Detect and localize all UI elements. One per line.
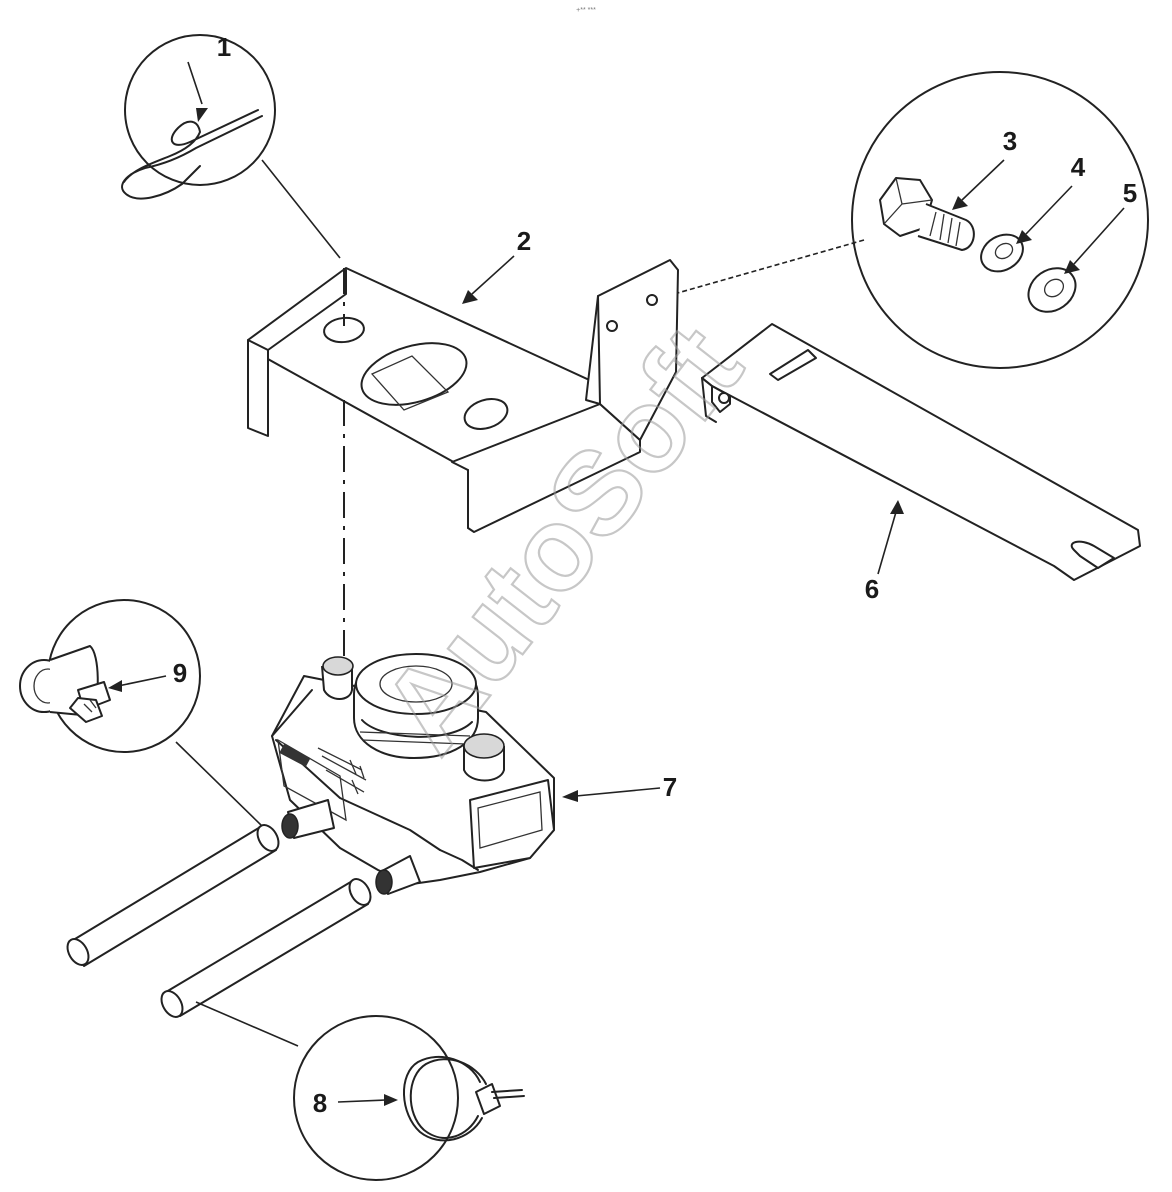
leader-8: [195, 1001, 299, 1047]
callout-3: 3: [1003, 126, 1017, 156]
hose-fitting-left: [281, 799, 335, 839]
leader-1: [261, 159, 341, 259]
arrow-7: [575, 787, 661, 797]
callout-1: 1: [217, 32, 231, 62]
flat-washer: [1027, 267, 1077, 313]
arrow-9: [117, 675, 167, 687]
arrow-5: [1073, 207, 1125, 265]
top-port-left: [321, 656, 354, 700]
lock-washer: [980, 233, 1024, 273]
hair-pin-clip: [121, 109, 263, 200]
hose-lower: [160, 878, 372, 1018]
hose-fitting-right: [375, 855, 421, 895]
detail-bubble-9: [19, 599, 201, 753]
arrow-8: [337, 1099, 387, 1103]
top-port-right: [463, 733, 505, 782]
leader-3-4-5: [659, 239, 865, 299]
callout-2: 2: [517, 226, 531, 256]
arrow-6: [877, 511, 897, 575]
hose-clamp: [19, 645, 111, 723]
detail-bubble-3-4-5: [851, 71, 1149, 369]
fluid-reservoir: [271, 653, 555, 895]
callout-8: 8: [313, 1088, 327, 1118]
header-text: +** ***: [576, 7, 596, 14]
cable-tie: [403, 1055, 525, 1142]
arrow-3: [961, 159, 1005, 201]
callout-6: 6: [865, 574, 879, 604]
callout-7: 7: [663, 772, 677, 802]
detail-bubble-8: [293, 1015, 525, 1181]
arrow-1-head: [196, 108, 208, 122]
callout-5: 5: [1123, 178, 1137, 208]
callout-4: 4: [1071, 152, 1086, 182]
hex-bolt: [879, 177, 975, 251]
hose-upper: [66, 824, 280, 967]
arrow-2: [471, 255, 515, 295]
strap-bracket: [701, 323, 1141, 581]
leader-9: [175, 741, 263, 827]
arrow-1-shaft: [187, 61, 203, 105]
callout-9: 9: [173, 658, 187, 688]
filler-cap: [353, 653, 479, 759]
mounting-bracket: [247, 259, 679, 533]
arrow-4: [1025, 185, 1073, 235]
